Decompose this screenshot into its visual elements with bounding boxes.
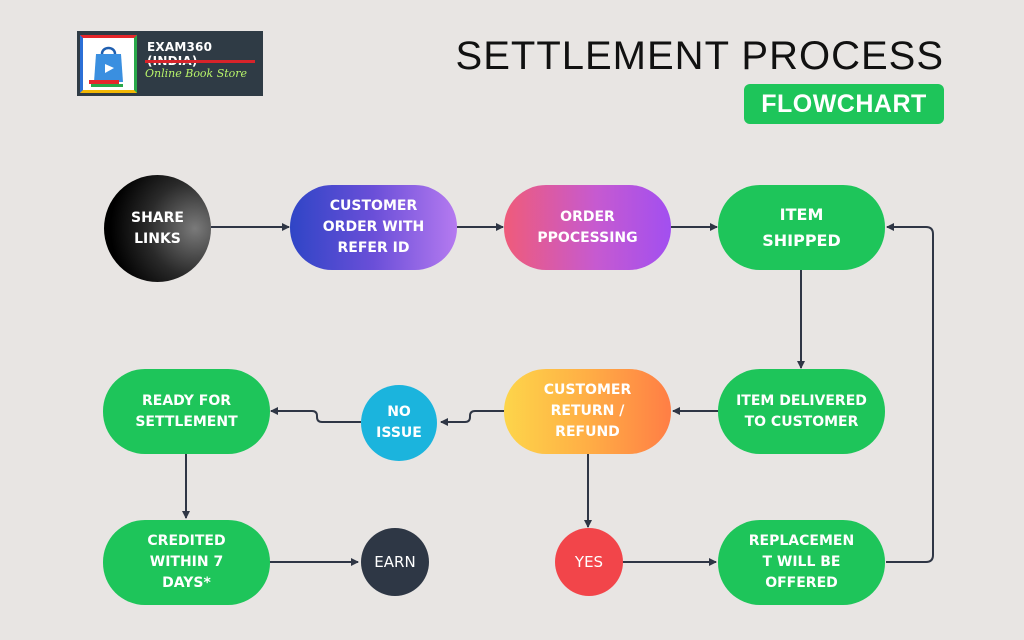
- node-credited-label: CREDITED WITHIN 7 DAYS*: [147, 533, 226, 591]
- logo-subtitle: Online Book Store: [145, 67, 248, 80]
- node-yes-label: YES: [574, 552, 604, 571]
- node-item-shipped: ITEM SHIPPED: [718, 185, 885, 270]
- node-replacement-label: REPLACEMEN T WILL BE OFFERED: [748, 533, 855, 591]
- node-earn-label: EARN: [374, 552, 416, 571]
- logo-divider: [145, 60, 255, 63]
- node-item-delivered-label: ITEM DELIVERED TO CUSTOMER: [736, 392, 867, 430]
- node-ready-settlement: READY FOR SETTLEMENT: [103, 369, 270, 454]
- node-order-processing: ORDER PPOCESSING: [504, 185, 671, 270]
- node-customer-return-label: CUSTOMER RETURN / REFUND: [543, 382, 632, 440]
- node-replacement: REPLACEMEN T WILL BE OFFERED: [718, 520, 885, 605]
- arrow-noissue-to-ready: [270, 407, 361, 423]
- node-customer-return: CUSTOMER RETURN / REFUND: [504, 369, 671, 454]
- node-order-processing-label: ORDER PPOCESSING: [537, 208, 638, 246]
- node-customer-order-label: CUSTOMER ORDER WITH REFER ID: [322, 198, 425, 256]
- page-title: SETTLEMENT PROCESS: [455, 34, 944, 78]
- flowchart-badge: FLOWCHART: [744, 84, 944, 124]
- arrow-return-to-noissue: [440, 410, 505, 426]
- shopping-bag-icon: [80, 35, 137, 93]
- store-logo: EXAM360 (INDIA) Online Book Store: [77, 31, 263, 96]
- node-no-issue-label: NO ISSUE: [376, 404, 422, 441]
- node-item-delivered: ITEM DELIVERED TO CUSTOMER: [718, 369, 885, 454]
- node-yes: YES: [555, 528, 623, 596]
- node-customer-order: CUSTOMER ORDER WITH REFER ID: [290, 185, 457, 270]
- arrow-replacement-to-shipped: [886, 223, 934, 563]
- node-ready-settlement-label: READY FOR SETTLEMENT: [135, 392, 238, 430]
- node-credited: CREDITED WITHIN 7 DAYS*: [103, 520, 270, 605]
- node-item-shipped-label: ITEM SHIPPED: [762, 204, 841, 250]
- node-share-links: SHARE LINKS: [104, 175, 211, 282]
- node-no-issue: NO ISSUE: [361, 385, 437, 461]
- node-share-links-label: SHARE LINKS: [131, 209, 184, 247]
- node-earn: EARN: [361, 528, 429, 596]
